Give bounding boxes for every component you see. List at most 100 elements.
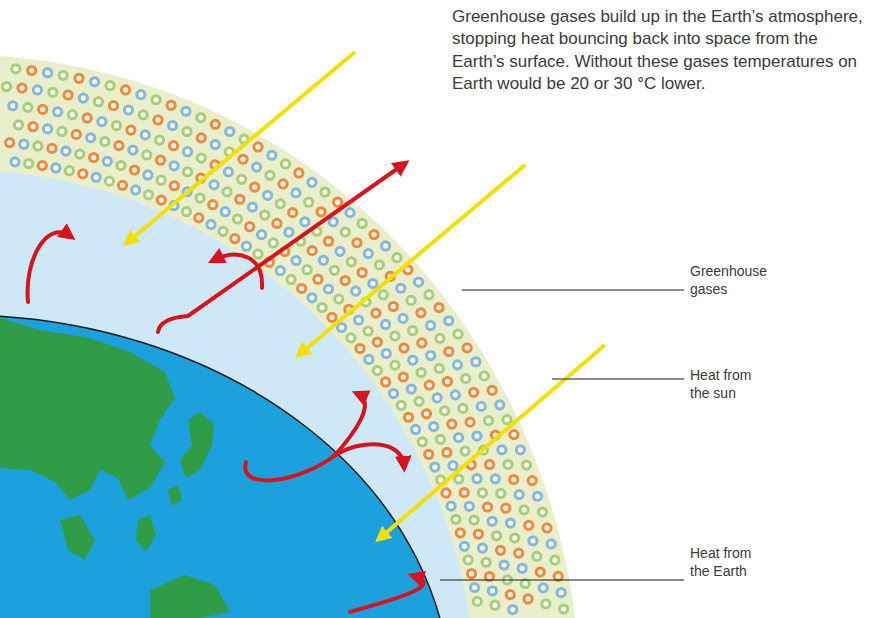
molecule-outer — [117, 180, 128, 191]
gas-molecule — [10, 63, 21, 74]
molecule-outer — [275, 265, 286, 276]
gas-molecule — [374, 259, 385, 270]
heat-arrow — [350, 576, 424, 612]
gas-molecule — [453, 432, 464, 443]
gas-molecule — [482, 501, 493, 512]
molecule-outer — [268, 237, 279, 248]
molecule-inner — [420, 439, 425, 444]
molecule-outer — [484, 459, 495, 470]
molecule-outer — [249, 182, 260, 193]
molecule-outer — [23, 158, 34, 169]
gas-molecule — [303, 197, 314, 208]
gas-molecule — [208, 179, 219, 190]
molecule-outer — [251, 162, 262, 173]
gas-molecule — [344, 207, 355, 218]
gas-molecule — [277, 178, 288, 189]
gas-molecule — [319, 187, 330, 198]
molecule-outer — [368, 229, 379, 240]
molecule-outer — [517, 563, 528, 574]
molecule-inner — [185, 149, 190, 154]
molecule-outer — [522, 593, 533, 604]
molecule-inner — [315, 277, 320, 282]
molecule-inner — [16, 122, 21, 127]
molecule-outer — [434, 333, 445, 344]
molecule-inner — [401, 316, 406, 321]
molecule-outer — [73, 73, 84, 84]
molecule-inner — [540, 509, 545, 514]
molecule-outer — [140, 129, 151, 140]
molecule-inner — [321, 258, 326, 263]
gas-molecule — [207, 199, 218, 210]
molecule-inner — [511, 432, 516, 437]
gas-molecule — [266, 150, 277, 161]
gas-molecule — [452, 329, 463, 340]
molecule-outer — [287, 207, 298, 218]
gas-molecule — [508, 474, 519, 485]
molecule-outer — [22, 102, 33, 113]
molecule-outer — [26, 65, 37, 76]
molecule-inner — [347, 210, 352, 215]
gas-molecule — [538, 582, 549, 593]
gas-molecule — [363, 248, 374, 259]
molecule-outer — [47, 87, 58, 98]
leader-line — [462, 290, 684, 291]
molecule-outer — [421, 408, 432, 419]
molecule-inner — [335, 200, 340, 205]
molecule-inner — [520, 566, 525, 571]
molecule-inner — [453, 392, 458, 397]
molecule-inner — [280, 181, 285, 186]
gas-molecule — [441, 447, 452, 458]
gas-molecule — [140, 129, 151, 140]
molecule-outer — [372, 365, 383, 376]
gas-molecule — [155, 155, 166, 166]
gas-molecule — [169, 160, 180, 171]
molecule-inner — [530, 538, 535, 543]
gas-molecule — [334, 246, 345, 257]
molecule-inner — [494, 533, 499, 538]
gas-molecule — [283, 227, 294, 238]
gas-molecule — [388, 301, 399, 312]
molecule-outer — [350, 286, 361, 297]
molecule-inner — [469, 571, 474, 576]
gas-molecule — [487, 516, 498, 527]
molecule-outer — [194, 192, 205, 203]
molecule-inner — [320, 305, 325, 310]
sun-arrow — [380, 345, 605, 538]
molecule-inner — [462, 544, 467, 549]
molecule-outer — [62, 89, 73, 100]
molecule-inner — [240, 157, 245, 162]
gas-molecule — [168, 140, 179, 151]
sun-heat-arrows — [128, 52, 605, 538]
molecule-inner — [432, 464, 437, 469]
gas-molecule — [47, 87, 58, 98]
molecule-outer — [424, 379, 435, 390]
molecule-inner — [449, 503, 454, 508]
gas-molecule — [123, 104, 134, 115]
molecule-outer — [540, 598, 551, 609]
molecule-outer — [477, 487, 488, 498]
molecule-outer — [433, 302, 444, 313]
molecule-inner — [274, 221, 279, 226]
molecule-inner — [92, 79, 97, 84]
gas-molecule — [56, 126, 67, 137]
molecule-outer — [416, 367, 427, 378]
molecule-outer — [71, 129, 82, 140]
gas-molecule — [407, 355, 418, 366]
gas-molecule — [500, 503, 511, 514]
molecule-inner — [486, 418, 491, 423]
molecule-outer — [217, 226, 228, 237]
molecule-inner — [356, 317, 361, 322]
molecule-outer — [303, 197, 314, 208]
molecule-inner — [508, 592, 513, 597]
molecule-inner — [45, 70, 50, 75]
molecule-inner — [559, 590, 564, 595]
molecule-inner — [373, 310, 378, 315]
gas-molecule — [357, 218, 368, 229]
gas-molecule — [350, 286, 361, 297]
molecule-inner — [383, 379, 388, 384]
molecule-inner — [286, 230, 291, 235]
molecule-inner — [480, 545, 485, 550]
gas-molecule — [323, 236, 334, 247]
gas-molecule — [558, 603, 569, 614]
